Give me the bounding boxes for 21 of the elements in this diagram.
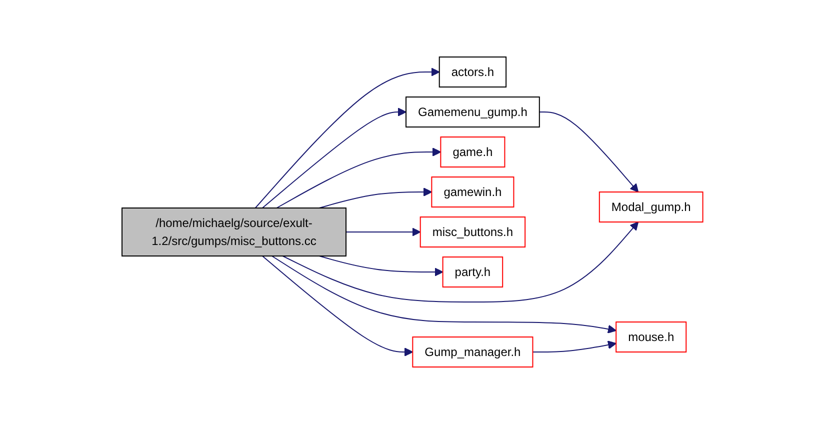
node-box: misc_buttons.h — [419, 216, 526, 248]
node-box: /home/michaelg/source/exult-1.2/src/gumps/misc_buttons.cc — [121, 208, 346, 256]
node-box: Gump_manager.h — [412, 336, 533, 368]
node-box: party.h — [442, 256, 503, 288]
node-box: game.h — [440, 136, 505, 168]
arrow — [318, 256, 443, 276]
arrow — [538, 112, 638, 192]
node-box: actors.h — [438, 56, 506, 88]
node-box: Gamemenu_gump.h — [405, 96, 540, 128]
arrow — [282, 222, 638, 302]
node-box: mouse.h — [615, 322, 686, 352]
arrow — [276, 148, 441, 208]
arrow — [318, 188, 432, 208]
node-box: gamewin.h — [430, 176, 514, 208]
arrow — [270, 256, 616, 334]
node-box: Modal_gump.h — [598, 192, 703, 222]
arrow — [262, 108, 406, 208]
arrow — [262, 256, 413, 356]
arrow — [345, 228, 420, 236]
arrow — [532, 340, 616, 352]
arrow — [254, 68, 440, 208]
